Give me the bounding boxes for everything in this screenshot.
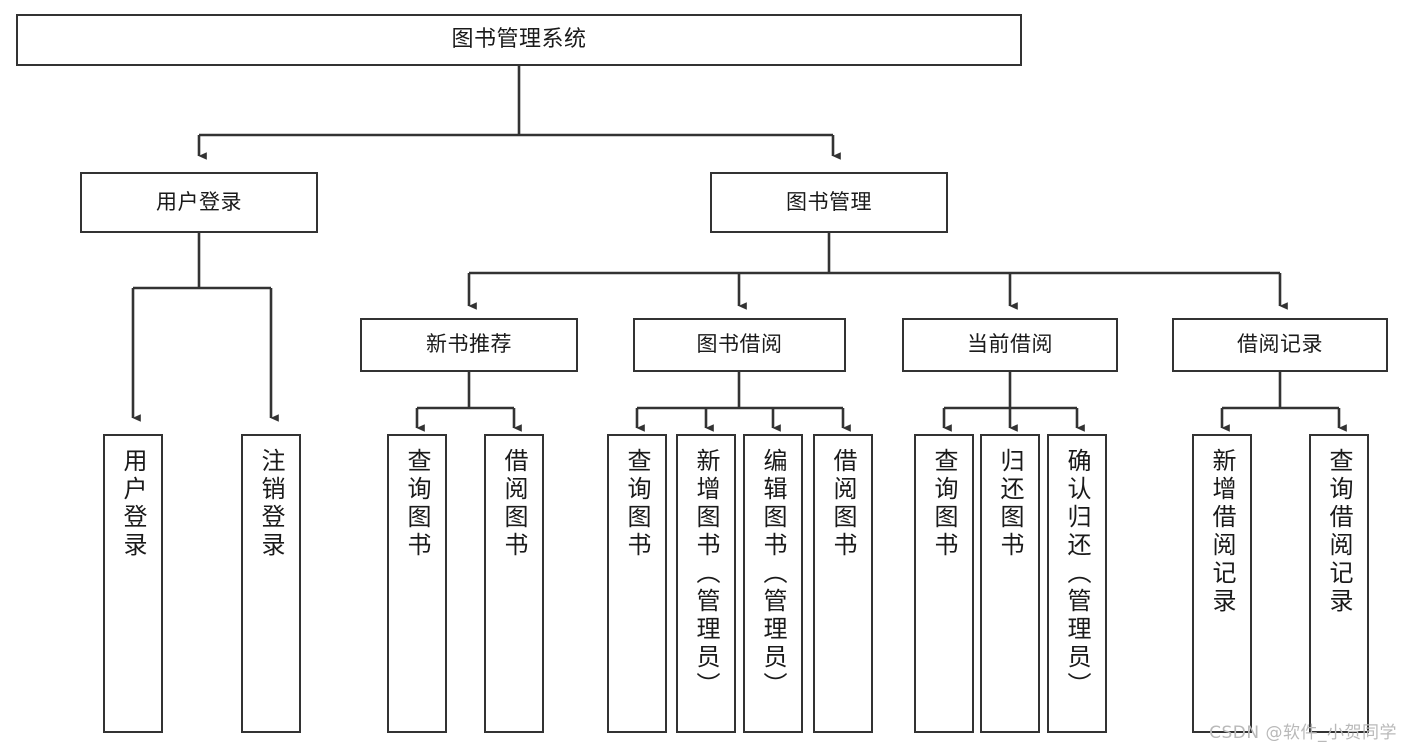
leaf-new-book-borrow-label: 借阅图书 bbox=[500, 448, 528, 560]
leaf-user-login-login[interactable]: 用户登录 bbox=[103, 434, 163, 733]
leaf-current-return-book[interactable]: 归还图书 bbox=[980, 434, 1040, 733]
node-new-book-recommend[interactable]: 新书推荐 bbox=[360, 318, 578, 372]
leaf-current-query-book-label: 查询图书 bbox=[930, 448, 958, 560]
leaf-new-book-query-label: 查询图书 bbox=[403, 448, 431, 560]
node-current-borrow[interactable]: 当前借阅 bbox=[902, 318, 1118, 372]
leaf-borrow-edit-book[interactable]: 编辑图书（管理员） bbox=[743, 434, 803, 733]
node-root-label: 图书管理系统 bbox=[451, 26, 587, 52]
leaf-record-add-label: 新增借阅记录 bbox=[1208, 448, 1236, 616]
leaf-borrow-borrow-book-label: 借阅图书 bbox=[829, 448, 857, 560]
leaf-user-login-login-label: 用户登录 bbox=[119, 448, 147, 560]
node-book-management[interactable]: 图书管理 bbox=[710, 172, 948, 233]
node-borrow-record[interactable]: 借阅记录 bbox=[1172, 318, 1388, 372]
node-book-borrow-label: 图书借阅 bbox=[696, 332, 783, 357]
node-user-login-label: 用户登录 bbox=[156, 189, 242, 214]
node-new-book-recommend-label: 新书推荐 bbox=[426, 332, 512, 357]
leaf-record-add[interactable]: 新增借阅记录 bbox=[1192, 434, 1252, 733]
node-root[interactable]: 图书管理系统 bbox=[16, 14, 1022, 66]
leaf-borrow-add-book[interactable]: 新增图书（管理员） bbox=[676, 434, 736, 733]
leaf-current-confirm-return[interactable]: 确认归还（管理员） bbox=[1047, 434, 1107, 733]
leaf-borrow-query-book-label: 查询图书 bbox=[623, 448, 651, 560]
leaf-new-book-query[interactable]: 查询图书 bbox=[387, 434, 447, 733]
leaf-current-confirm-return-label: 确认归还（管理员） bbox=[1063, 448, 1091, 700]
leaf-borrow-query-book[interactable]: 查询图书 bbox=[607, 434, 667, 733]
node-user-login[interactable]: 用户登录 bbox=[80, 172, 318, 233]
leaf-new-book-borrow[interactable]: 借阅图书 bbox=[484, 434, 544, 733]
leaf-borrow-edit-book-label: 编辑图书（管理员） bbox=[759, 448, 787, 700]
leaf-borrow-borrow-book[interactable]: 借阅图书 bbox=[813, 434, 873, 733]
node-current-borrow-label: 当前借阅 bbox=[967, 332, 1053, 357]
watermark-text: CSDN @软件_小贺同学 bbox=[1209, 723, 1397, 743]
leaf-current-query-book[interactable]: 查询图书 bbox=[914, 434, 974, 733]
leaf-record-query-label: 查询借阅记录 bbox=[1325, 448, 1353, 616]
leaf-borrow-add-book-label: 新增图书（管理员） bbox=[692, 448, 720, 700]
node-borrow-record-label: 借阅记录 bbox=[1237, 332, 1323, 357]
leaf-current-return-book-label: 归还图书 bbox=[996, 448, 1024, 560]
node-book-borrow[interactable]: 图书借阅 bbox=[633, 318, 846, 372]
node-book-management-label: 图书管理 bbox=[786, 189, 872, 214]
leaf-user-login-logout[interactable]: 注销登录 bbox=[241, 434, 301, 733]
leaf-user-login-logout-label: 注销登录 bbox=[257, 448, 285, 560]
leaf-record-query[interactable]: 查询借阅记录 bbox=[1309, 434, 1369, 733]
